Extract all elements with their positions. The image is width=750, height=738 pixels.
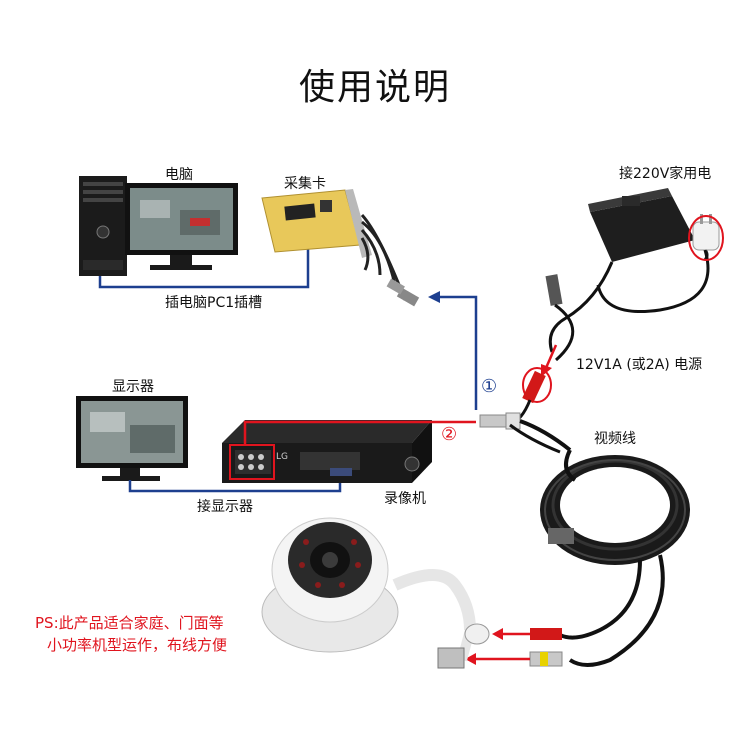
marker-2: ② bbox=[441, 424, 457, 445]
power-link-arrow bbox=[492, 628, 503, 640]
computer-label: 电脑 bbox=[165, 164, 193, 184]
capture-card bbox=[262, 189, 419, 306]
capture-line bbox=[438, 297, 476, 410]
dome-camera bbox=[262, 518, 489, 668]
power-adapter bbox=[545, 188, 719, 360]
computer-monitor bbox=[125, 183, 238, 270]
cable-end-connectors bbox=[530, 628, 562, 666]
dvr-recorder bbox=[222, 420, 432, 483]
capture-arrow bbox=[428, 291, 440, 303]
video-cable-label: 视频线 bbox=[594, 428, 636, 448]
note-line-2: 小功率机型运作，布线方便 bbox=[47, 634, 227, 656]
pc-slot-label: 插电脑PC1插槽 bbox=[165, 292, 262, 312]
capture-card-label: 采集卡 bbox=[284, 173, 326, 193]
power-supply-label: 12V1A (或2A) 电源 bbox=[576, 354, 702, 374]
computer-tower bbox=[79, 176, 127, 276]
marker-1: ① bbox=[481, 376, 497, 397]
note-line-1: PS:此产品适合家庭、门面等 bbox=[35, 612, 224, 634]
connect-monitor-label: 接显示器 bbox=[197, 496, 253, 516]
bnc-splitter bbox=[480, 413, 570, 452]
dvr-label: 录像机 bbox=[384, 488, 426, 508]
monitor-label: 显示器 bbox=[112, 376, 154, 396]
power-plug-label: 接220V家用电 bbox=[619, 163, 711, 183]
display-monitor bbox=[76, 396, 188, 481]
cable-coil bbox=[540, 450, 690, 665]
dvr-brand: LG bbox=[276, 452, 288, 462]
